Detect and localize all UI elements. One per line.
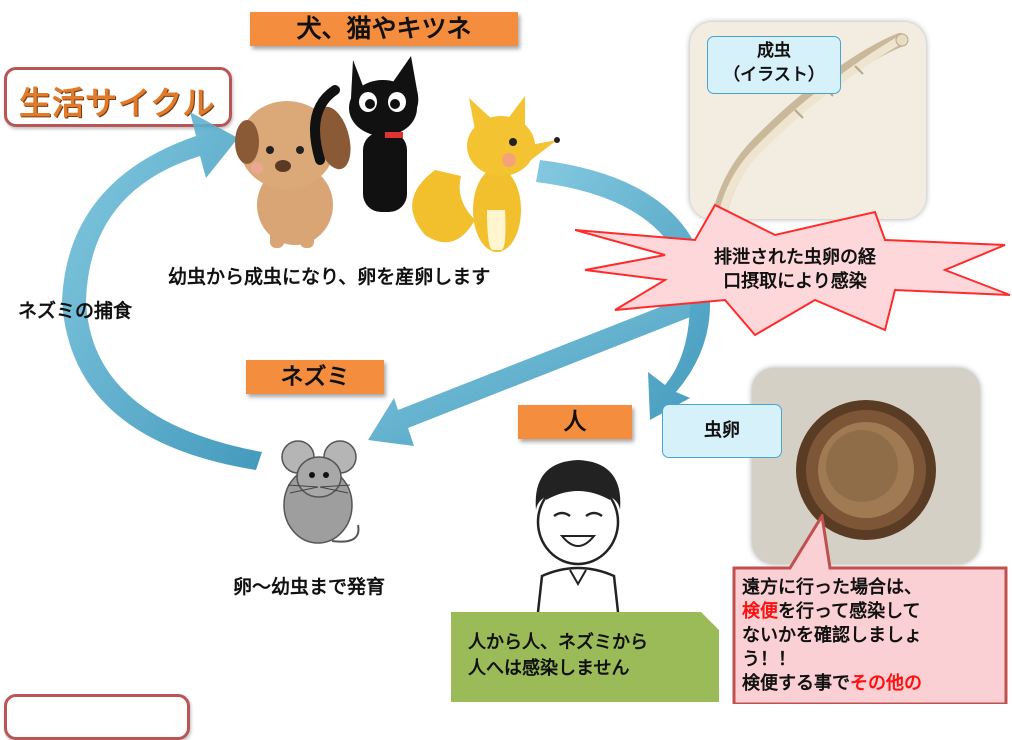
infection-burst [575, 203, 1011, 337]
egg-icon [796, 400, 936, 540]
mouse-icon [281, 440, 360, 544]
mouse-caption: 卵～幼虫まで発育 [233, 576, 386, 598]
infection-text: 排泄された虫卵の経 口摂取により感染 [680, 246, 910, 294]
host-caption: 幼虫から成虫になり、卵を産卵します [168, 266, 491, 288]
infection-line1: 排泄された虫卵の経 [714, 247, 876, 268]
advice-line2: 検便を行って感染して [742, 600, 922, 624]
advice-line1: 遠方に行った場合は、 [742, 577, 922, 598]
host-label: 犬、猫やキツネ [250, 12, 518, 46]
fox-icon [412, 96, 560, 252]
advice-text: 遠方に行った場合は、 検便を行って感染して ないかを確認しましょ う！！ 検便す… [742, 576, 922, 696]
infection-line2: 口摂取により感染 [723, 271, 867, 292]
animals-illustration [235, 56, 560, 252]
note-line1: 人から人、ネズミから [468, 632, 648, 653]
predation-arrow [62, 112, 262, 470]
person-icon [535, 460, 621, 612]
adult-label-line1: 成虫 [757, 41, 791, 61]
advice-highlight-other: その他の [850, 673, 922, 694]
note-text: 人から人、ネズミから 人へは感染しません [468, 630, 648, 682]
adult-label-box: 成虫 （イラスト） [707, 36, 841, 94]
shedding-arrow [536, 160, 711, 420]
adult-label-line2: （イラスト） [723, 65, 825, 85]
advice-highlight-kenben: 検便 [742, 601, 778, 622]
page-title: 生活サイクル [19, 84, 216, 122]
burst-shape [575, 203, 1011, 337]
advice-line5-start: 検便する事で [742, 673, 850, 694]
advice-line5: 検便する事でその他の [742, 672, 922, 696]
advice-line3: ないかを確認しましょ [742, 625, 922, 646]
host-label-text: 犬、猫やキツネ [296, 14, 472, 43]
advice-line2-rest: を行って感染して [778, 601, 921, 622]
note-box-shape [451, 612, 719, 702]
human-label: 人 [518, 405, 632, 439]
dog-icon [235, 101, 351, 248]
note-line2: 人へは感染しません [468, 658, 630, 679]
mouse-label-text: ネズミ [280, 364, 350, 390]
egg-label: 虫卵 [704, 420, 740, 441]
mouse-label: ネズミ [246, 360, 384, 394]
egg-image [752, 368, 980, 564]
cycle-arrows [62, 112, 711, 470]
egg-label-box: 虫卵 [662, 404, 782, 458]
to-mouse-arrow [368, 296, 698, 446]
advice-line4: う！！ [742, 649, 796, 670]
human-label-text: 人 [563, 409, 587, 435]
advice-callout-shape [732, 514, 1008, 704]
cat-icon [310, 56, 419, 212]
title-box: 生活サイクル [4, 67, 232, 127]
predation-label: ネズミの捕食 [18, 300, 133, 322]
